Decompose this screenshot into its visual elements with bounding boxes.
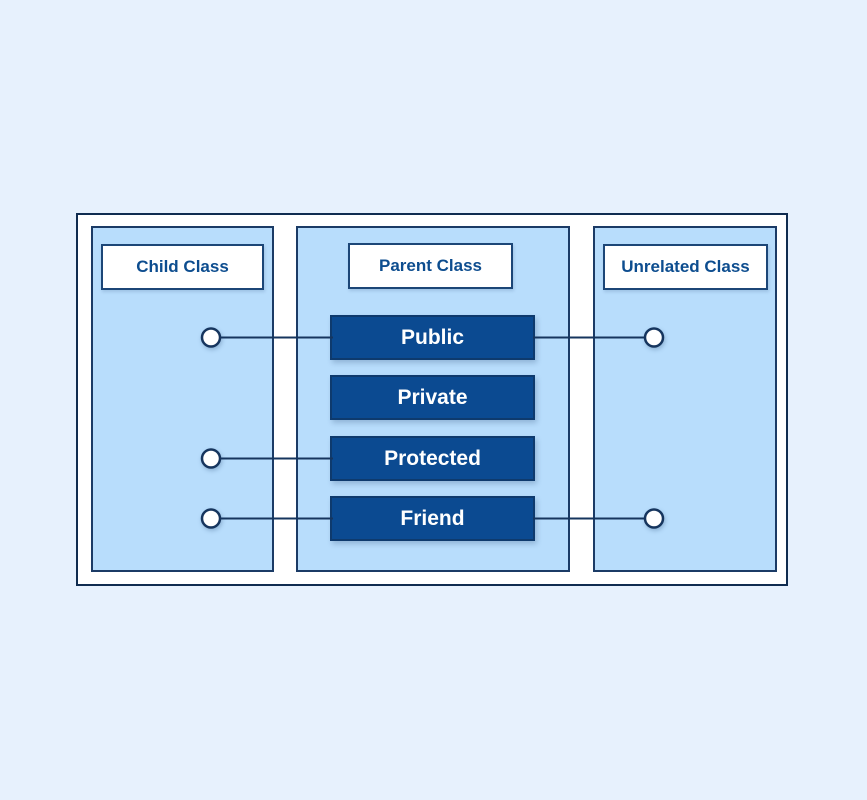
unrelated-class-label: Unrelated Class — [603, 244, 768, 290]
specifier-bar-public: Public — [330, 315, 535, 360]
specifier-bar-protected: Protected — [330, 436, 535, 481]
child-class-label: Child Class — [101, 244, 264, 290]
specifier-bar-friend: Friend — [330, 496, 535, 541]
specifier-bar-private: Private — [330, 375, 535, 420]
parent-class-label: Parent Class — [348, 243, 513, 289]
